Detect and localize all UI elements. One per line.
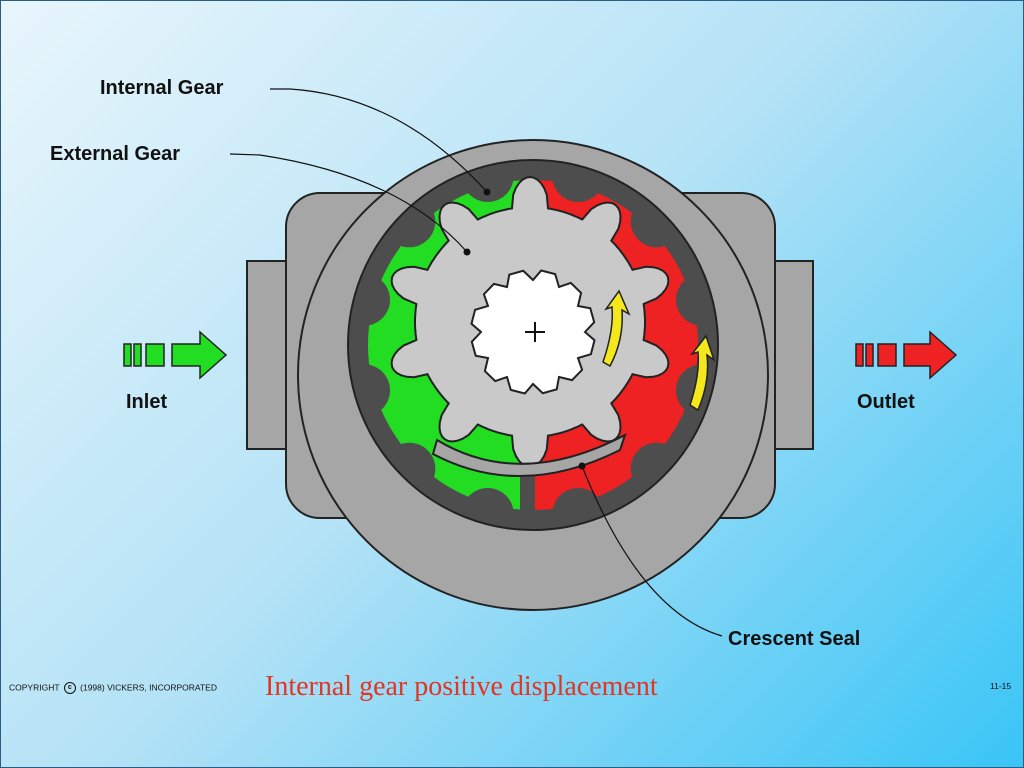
internal-gear-label: Internal Gear [100,77,224,99]
external-gear-leader-dot [463,248,471,256]
outlet-arrow-icon [855,330,958,380]
crescent-seal-leader [581,465,723,637]
copyright-suffix: (1998) VICKERS, INCORPORATED [80,682,217,693]
external-gear-label: External Gear [50,143,180,165]
copyright-symbol-icon: c [63,682,76,694]
outlet-label: Outlet [857,391,915,413]
internal-gear-leader-dot [483,188,491,196]
center-cross-icon [525,322,545,342]
slide-number: 11-15 [990,681,1012,691]
copyright-notice: COPYRIGHT c (1998) VICKERS, INCORPORATED [9,682,217,694]
rotation-arrow-2-icon [689,334,716,412]
inlet-label: Inlet [126,391,167,413]
slide-caption: Internal gear positive displacement [265,671,658,702]
crescent-seal-label: Crescent Seal [728,628,860,650]
rotation-arrow-1-icon [602,289,631,368]
crescent-seal-leader-dot [578,462,586,470]
internal-gear-leader [270,88,488,193]
copyright-prefix: COPYRIGHT [9,682,60,693]
leader-lines [229,88,723,637]
crescent-seal [431,432,627,478]
external-gear-leader [229,153,468,253]
inlet-arrow-icon [123,330,228,380]
